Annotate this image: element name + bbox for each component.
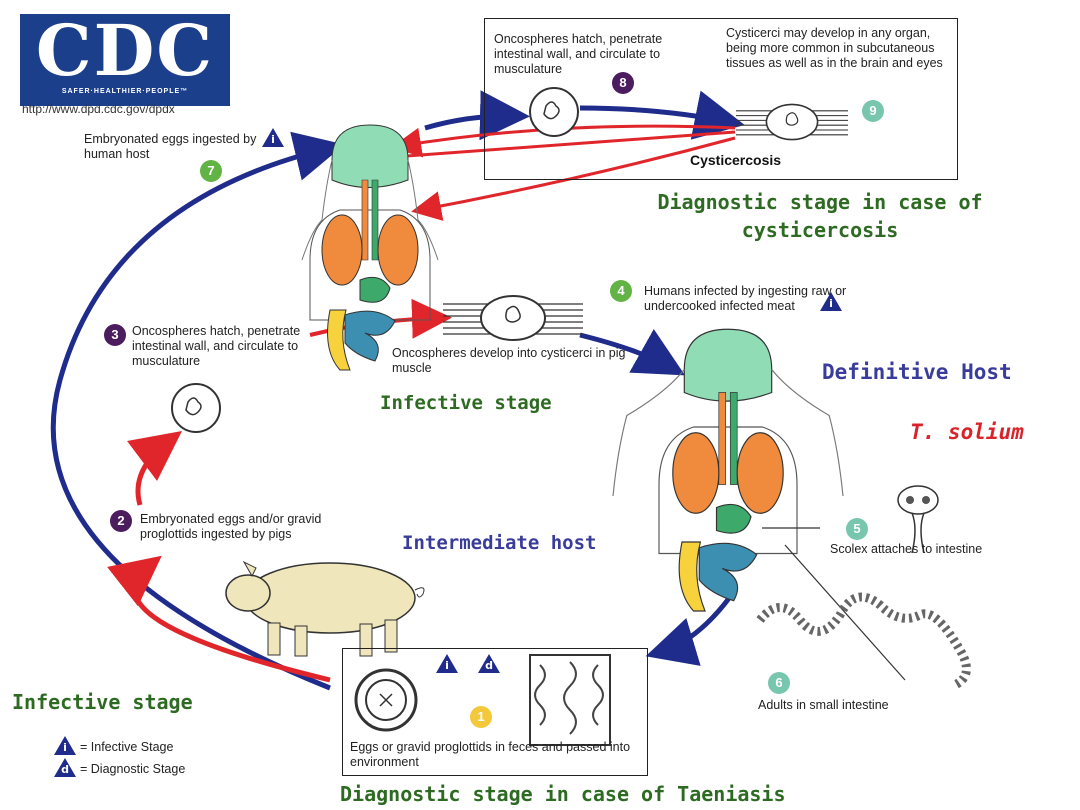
legend-infective-text: = Infective Stage [80, 740, 174, 754]
cysticercosis-box [484, 18, 958, 180]
step8-badge: 8 [612, 72, 634, 94]
infective-stage-mid-label: Infective stage [380, 392, 552, 414]
step4-text: Humans infected by ingesting raw or unde… [644, 284, 847, 313]
step2-text: Embryonated eggs and/or gravid proglotti… [140, 512, 322, 541]
step7-badge: 7 [200, 160, 222, 182]
step9-text: Cysticerci may develop in any organ, bei… [726, 26, 943, 70]
diag-taeniasis-label: Diagnostic stage in case of Taeniasis [340, 782, 786, 806]
infective-stage-icon-step4: i [820, 292, 842, 311]
pig-illustration [225, 560, 425, 657]
infective-stage-icon-step1: i [436, 654, 458, 673]
step7-text: Embryonated eggs ingested by human host [84, 132, 257, 161]
step1-badge: 1 [470, 706, 492, 728]
step8-text: Oncospheres hatch, penetrate intestinal … [494, 32, 663, 76]
feces-box [342, 648, 648, 776]
step2-badge: 2 [110, 510, 132, 532]
cysticercosis-label: Cysticercosis [690, 152, 782, 168]
intermediate-host-label: Intermediate host [402, 532, 597, 554]
step5-text: Scolex attaches to intestine [830, 542, 983, 556]
cdc-logo-text: CDC [35, 9, 215, 92]
legend-diagnostic-icon: d [54, 758, 76, 777]
definitive-host-label: Definitive Host [822, 360, 1012, 384]
step4-badge: 4 [610, 280, 632, 302]
species-label: T. solium [910, 420, 1024, 444]
step1-text: Eggs or gravid proglottids in feces and … [350, 740, 631, 769]
step6-text: Adults in small intestine [758, 698, 889, 712]
step5-badge: 5 [846, 518, 868, 540]
cdc-logo-tagline: SAFER·HEALTHIER·PEOPLE™ [61, 88, 189, 95]
step6-badge: 6 [768, 672, 790, 694]
step3-badge: 3 [104, 324, 126, 346]
step3b-text: Oncospheres develop into cysticerci in p… [392, 346, 626, 375]
infective-stage-left-label: Infective stage [12, 690, 193, 714]
legend-infective-icon: i [54, 736, 76, 755]
diag-cysticercosis-label: Diagnostic stage in case of cysticercosi… [657, 190, 983, 242]
legend-diagnostic-text: = Diagnostic Stage [80, 762, 186, 776]
diagnostic-stage-icon-step1: d [478, 654, 500, 673]
step9-badge: 9 [862, 100, 884, 122]
source-url: http://www.dpd.cdc.gov/dpdx [22, 102, 175, 116]
infective-stage-icon: i [262, 128, 284, 147]
cdc-logo: CDC SAFER·HEALTHIER·PEOPLE™ [20, 14, 230, 106]
step3-text: Oncospheres hatch, penetrate intestinal … [132, 324, 301, 368]
